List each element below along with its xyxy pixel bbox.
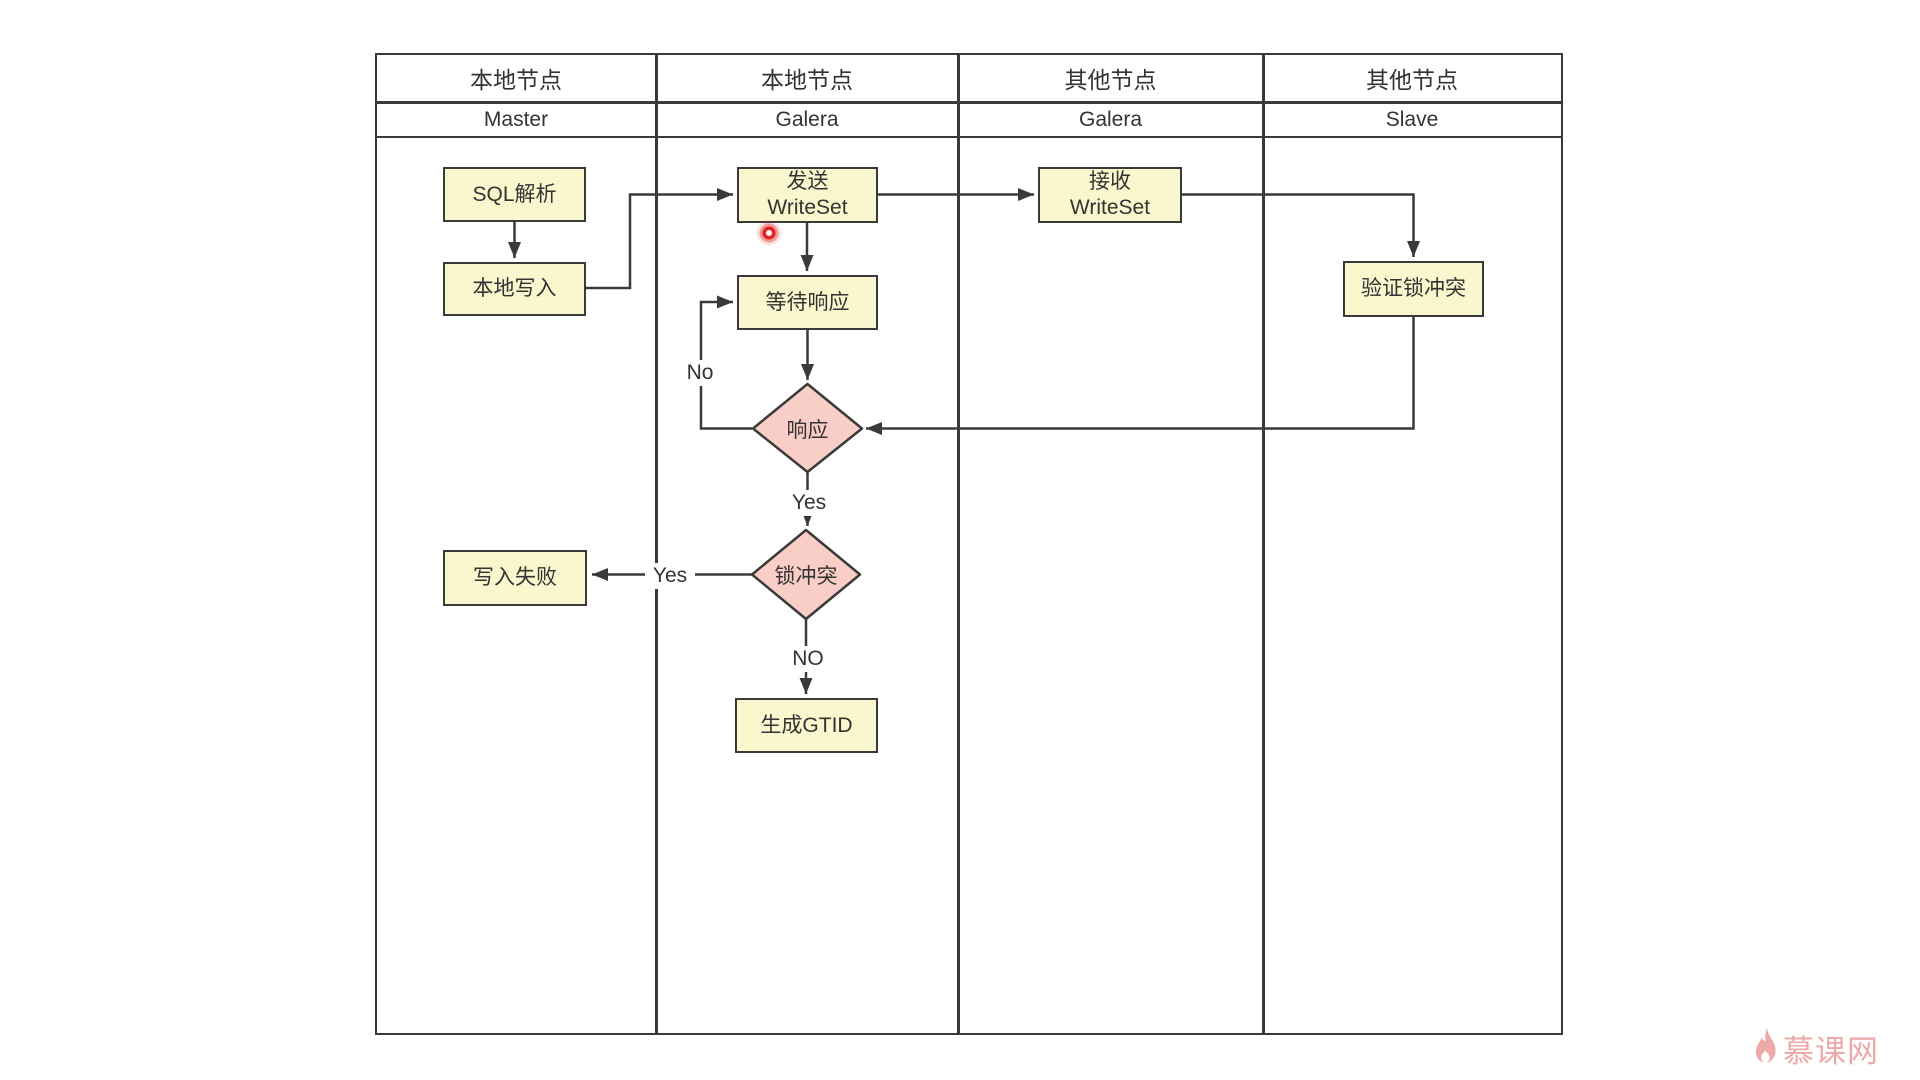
lane1-group-header: 本地节点: [470, 67, 562, 93]
node-write-fail: 写入失败: [443, 550, 587, 606]
decision-lock-conflict-label: 锁冲突: [774, 564, 838, 588]
lane-divider-2: [957, 55, 960, 1033]
lane4-role-header: Slave: [1385, 107, 1439, 131]
node-sql-parse: SQL解析: [443, 167, 586, 222]
watermark-brand: 慕课网: [1783, 1034, 1879, 1069]
node-recv-writeset-line1: 接收: [1089, 170, 1131, 194]
header-bottom-divider: [377, 135, 1561, 138]
lane3-role-header: Galera: [1078, 107, 1143, 131]
lane1-role-header: Master: [483, 107, 549, 131]
lane-divider-1: [655, 55, 658, 1033]
node-send-writeset: 发送 WriteSet: [737, 167, 878, 223]
decision-response-label: 响应: [786, 418, 829, 442]
lane4-group-header: 其他节点: [1366, 67, 1458, 93]
edge-label-no-conflict: NO: [784, 646, 832, 672]
node-recv-writeset: 接收 WriteSet: [1038, 167, 1182, 223]
watermark: 慕课网: [1752, 1026, 1879, 1071]
header-divider: [377, 101, 1561, 104]
node-generate-gtid: 生成GTID: [735, 698, 878, 753]
node-wait-response: 等待响应: [737, 275, 878, 330]
node-recv-writeset-line2: WriteSet: [1069, 196, 1151, 219]
node-send-writeset-line2: WriteSet: [767, 196, 848, 219]
flame-icon: [1755, 1027, 1776, 1062]
edge-label-no: No: [678, 360, 722, 386]
node-local-write: 本地写入: [443, 262, 586, 316]
node-verify-lock-conflict: 验证锁冲突: [1343, 261, 1484, 317]
lane3-group-header: 其他节点: [1064, 67, 1157, 93]
edge-label-yes-conflict: Yes: [645, 563, 695, 589]
node-send-writeset-line1: 发送: [786, 170, 829, 194]
lane2-group-header: 本地节点: [761, 67, 853, 93]
lane2-role-header: Galera: [775, 107, 839, 131]
lane-divider-3: [1262, 55, 1265, 1033]
pointer-dot: [756, 220, 782, 246]
edge-label-yes-response: Yes: [784, 490, 834, 516]
